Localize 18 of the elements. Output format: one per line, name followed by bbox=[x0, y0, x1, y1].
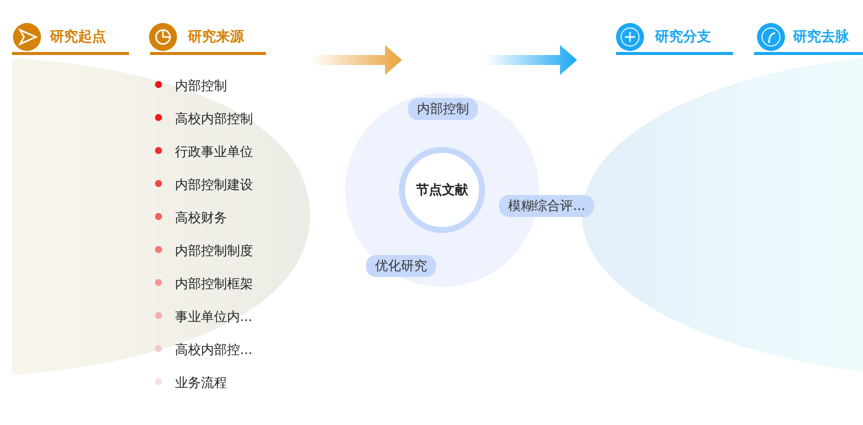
section-heading: 研究去脉 bbox=[793, 28, 849, 46]
section-heading: 研究来源 bbox=[188, 28, 244, 46]
list-item: 事业单位内... bbox=[175, 309, 252, 326]
list-item: 内部控制 bbox=[175, 78, 227, 95]
section-heading: 研究起点 bbox=[50, 28, 106, 46]
keyword-tag: 优化研究 bbox=[366, 255, 436, 277]
list-item: 高校内部控制 bbox=[175, 111, 253, 128]
list-item: 高校内部控... bbox=[175, 342, 252, 359]
list-item: 行政事业单位 bbox=[175, 144, 253, 161]
list-item: 内部控制制度 bbox=[175, 243, 253, 260]
section-heading: 研究分支 bbox=[655, 28, 711, 46]
center-node: 节点文献 bbox=[399, 147, 485, 233]
list-item: 业务流程 bbox=[175, 375, 227, 392]
keyword-tag: 模糊综合评... bbox=[499, 195, 594, 217]
keyword-tag: 内部控制 bbox=[408, 98, 478, 120]
list-item: 内部控制建设 bbox=[175, 177, 253, 194]
list-item: 内部控制框架 bbox=[175, 276, 253, 293]
list-item: 高校财务 bbox=[175, 210, 227, 227]
